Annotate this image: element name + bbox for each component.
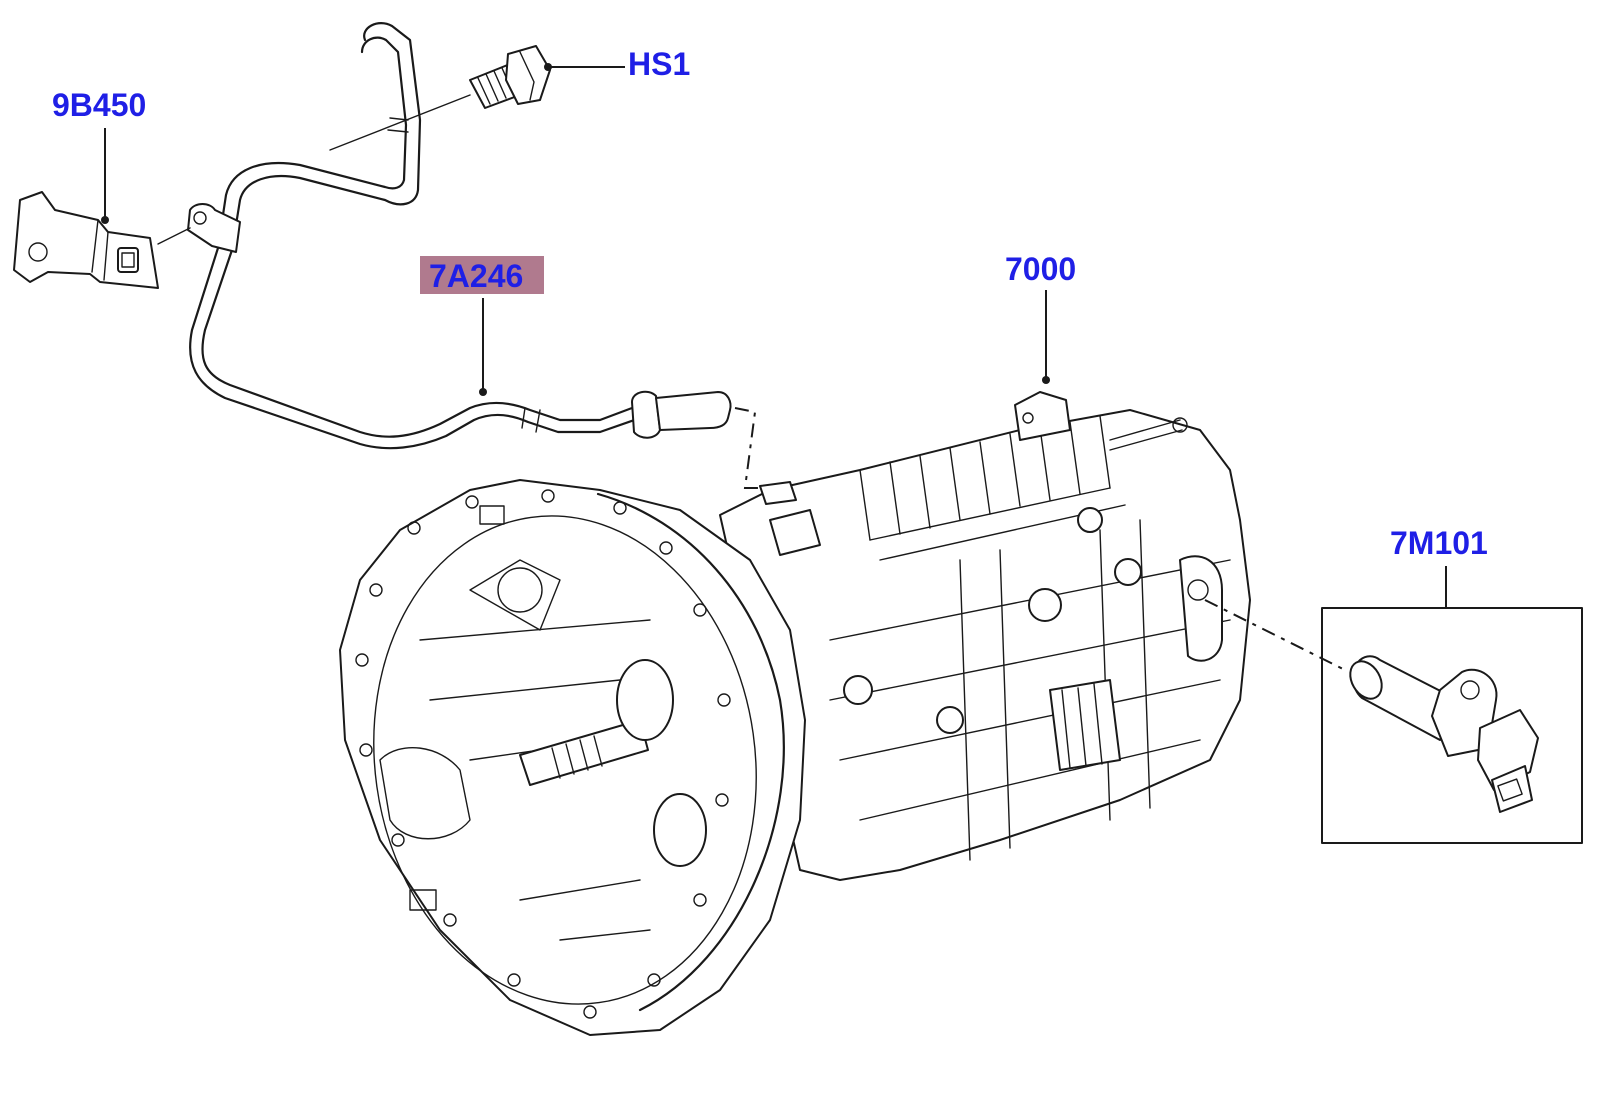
transmission-7000[interactable] — [719, 391, 1251, 881]
callout-7m101-label: 7M101 — [1390, 525, 1488, 561]
callout-7000: 7000 — [1005, 251, 1076, 287]
callout-9b450-label: 9B450 — [52, 87, 146, 123]
callout-7000-label: 7000 — [1005, 251, 1076, 287]
callout-7m101: 7M101 — [1390, 525, 1488, 561]
flange-bolt-holes — [355, 489, 731, 1019]
bracket-9b450[interactable] — [13, 191, 191, 289]
leader-lines — [101, 63, 1447, 608]
hs1-bolt[interactable] — [469, 45, 551, 109]
callout-9b450: 9B450 — [52, 87, 146, 123]
callout-highlight — [420, 256, 544, 294]
callout-7a246-label: 7A246 — [429, 258, 523, 294]
callout-7a246: 7A246 — [420, 256, 544, 294]
sensor-7m101[interactable] — [1204, 599, 1583, 844]
callout-hs1: HS1 — [628, 46, 690, 82]
callout-hs1-label: HS1 — [628, 46, 690, 82]
bell-housing[interactable] — [339, 479, 806, 1036]
breather-hose[interactable] — [187, 22, 770, 489]
